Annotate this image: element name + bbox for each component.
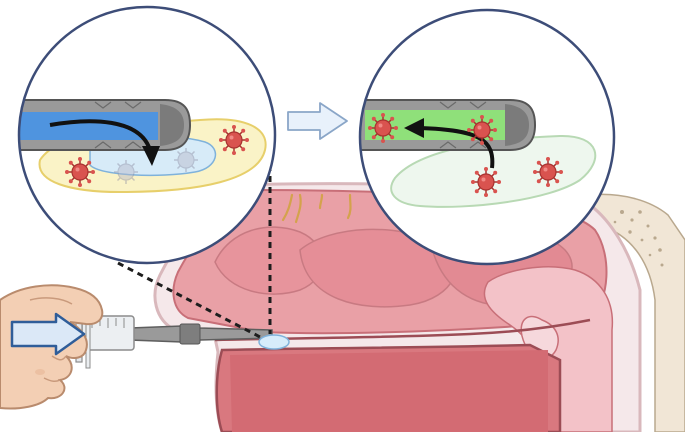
bone-region	[588, 193, 685, 432]
push-arrow-icon	[10, 312, 86, 356]
blue-fluid-channel	[19, 112, 158, 140]
virus-icon	[466, 114, 498, 146]
probe-hub	[179, 323, 201, 345]
fluid-droplet	[258, 334, 290, 350]
virus-icon	[218, 124, 250, 156]
magnifier-left-outline	[17, 5, 277, 265]
magnifier-left-dispense	[17, 5, 277, 265]
curved-arrow-icon	[419, 126, 495, 169]
callout-lines	[117, 165, 272, 340]
virus-icon	[470, 166, 502, 198]
virus-icon	[173, 147, 199, 173]
bone-texture	[613, 210, 664, 267]
olfactory-fibers	[281, 193, 352, 224]
virus-icon	[532, 156, 564, 188]
magnifier-right-aspirate	[358, 8, 616, 266]
curved-arrow-icon	[49, 119, 152, 151]
virus-icon	[64, 156, 96, 188]
tongue	[230, 350, 548, 432]
probe-closeup-left	[19, 99, 192, 151]
virus-icon	[113, 159, 139, 185]
magnifier-right-outline	[358, 8, 616, 266]
virus-icon	[367, 112, 399, 144]
transition-arrow-icon	[287, 102, 348, 140]
